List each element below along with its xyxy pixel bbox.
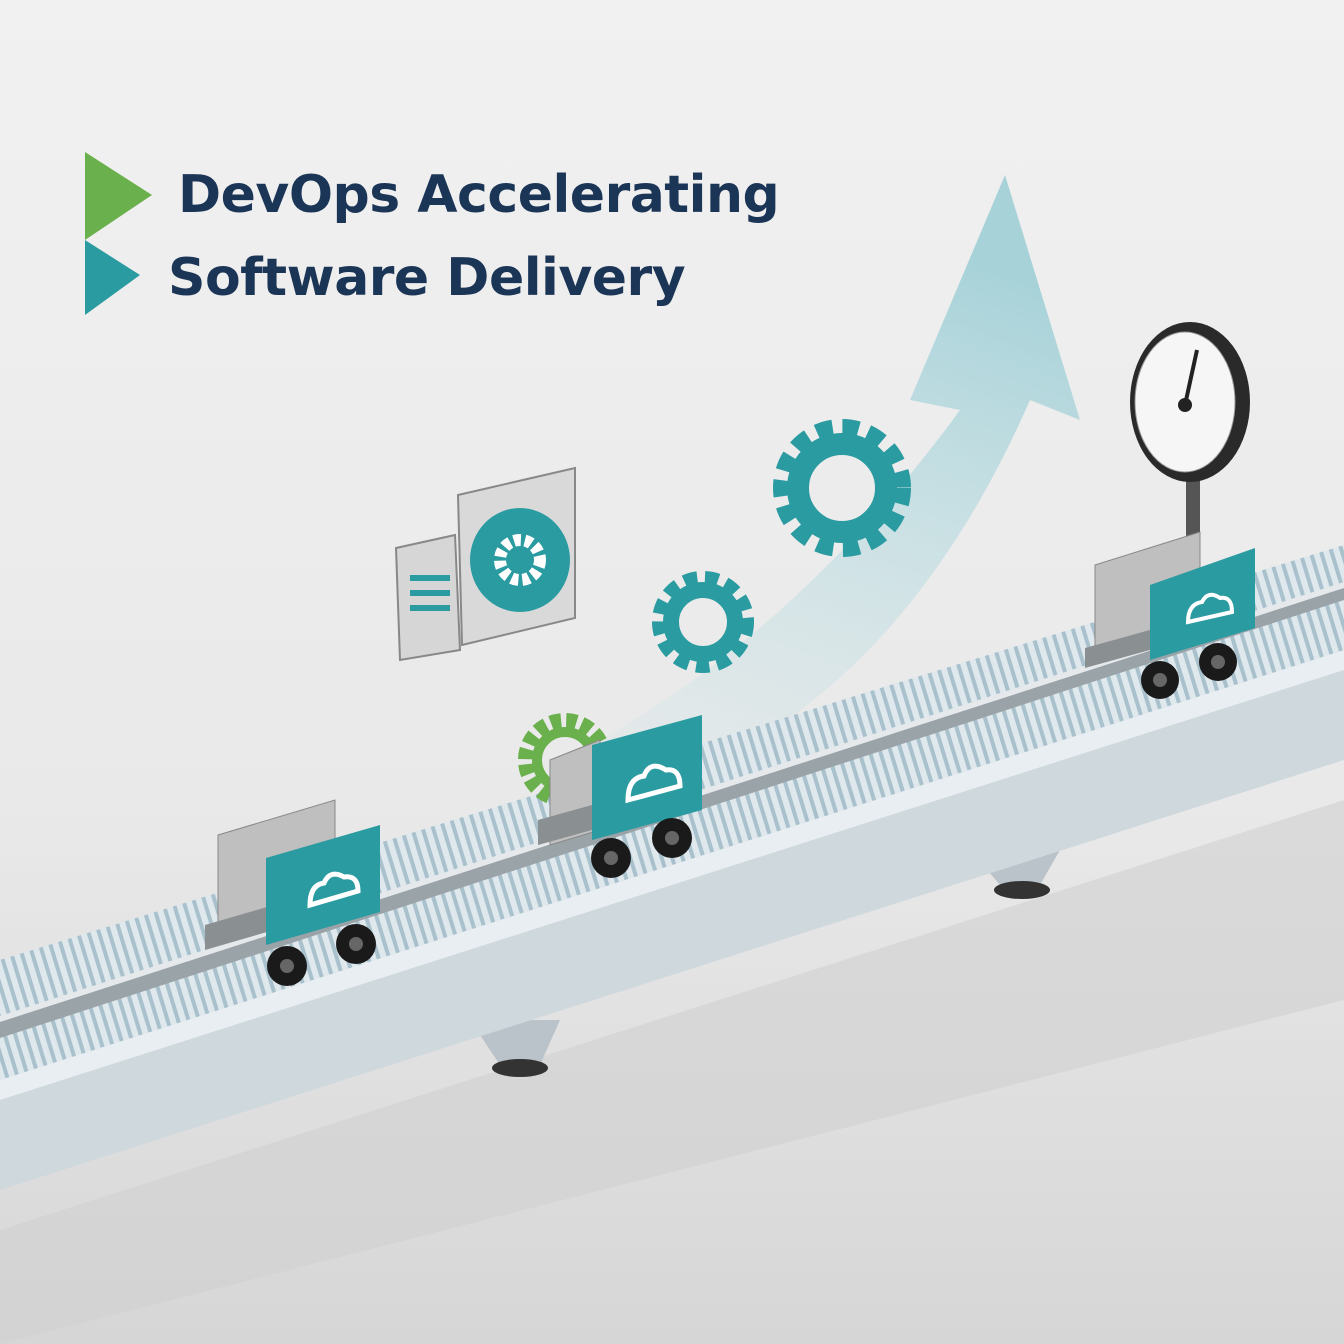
gauge-icon <box>1130 322 1250 482</box>
gear-icon <box>773 419 911 557</box>
play-triangle-teal-icon <box>85 240 140 315</box>
play-triangle-green-icon <box>85 152 152 240</box>
cloud-icon <box>307 871 361 909</box>
delivery-cart-icon <box>1085 470 1255 699</box>
floor-shadow <box>0 800 1344 1344</box>
gear-icon <box>652 571 754 673</box>
growth-arrow-icon <box>600 175 1080 760</box>
cloud-icon <box>625 763 683 804</box>
title-line-2: Software Delivery <box>168 248 686 308</box>
title-line-1: DevOps Accelerating <box>178 165 780 225</box>
delivery-cart-icon <box>538 715 702 878</box>
document-settings-icon <box>394 466 576 662</box>
delivery-cart-icon <box>205 799 380 986</box>
cloud-icon <box>1185 592 1235 625</box>
